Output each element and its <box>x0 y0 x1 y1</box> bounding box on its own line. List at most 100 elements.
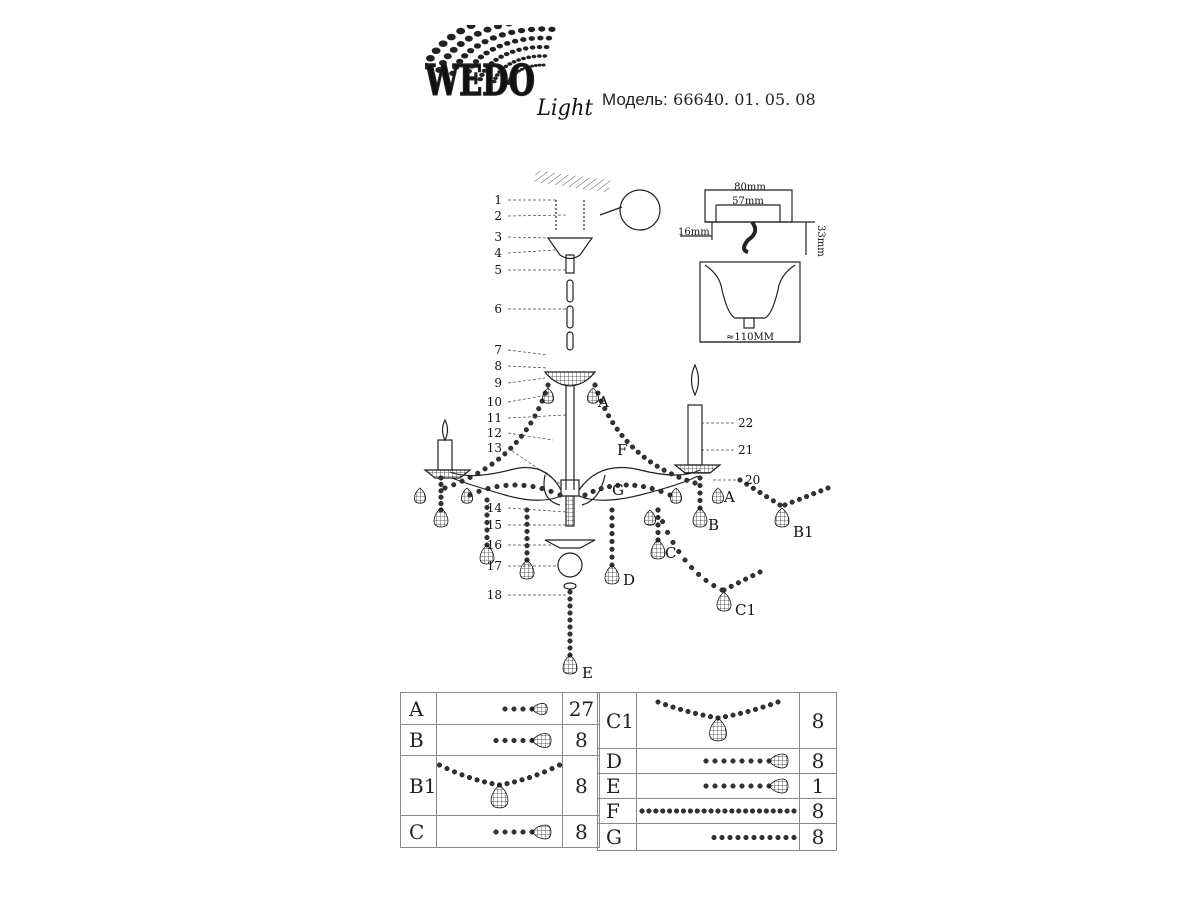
logo-dot <box>516 69 521 73</box>
logo-dot <box>533 63 538 67</box>
bead <box>648 459 654 465</box>
bead <box>655 698 661 705</box>
logo-dot <box>511 38 519 44</box>
bead <box>438 501 444 507</box>
part-quantity: 8 <box>562 815 601 848</box>
logo-dot <box>505 25 513 27</box>
callout-number: 15 <box>487 518 502 532</box>
bead <box>549 765 555 771</box>
part-code: F <box>597 798 637 824</box>
bead <box>609 531 615 537</box>
bead <box>692 710 699 716</box>
bead <box>703 758 709 764</box>
bead <box>739 783 745 789</box>
bead <box>489 780 495 786</box>
dim-outer-width: 80mm <box>734 182 766 193</box>
bead <box>524 550 530 556</box>
bead <box>496 456 502 462</box>
logo-dot <box>508 77 513 81</box>
bead <box>619 432 625 439</box>
candle-left <box>437 439 453 471</box>
part-code: A <box>399 692 438 725</box>
logo-dot <box>496 43 503 49</box>
bead <box>708 808 714 814</box>
crystal-drop <box>709 716 727 741</box>
logo-dot <box>431 47 441 55</box>
bead <box>757 758 763 764</box>
part-quantity: 27 <box>562 692 601 725</box>
leader-line <box>507 447 563 486</box>
bead <box>751 834 757 840</box>
crystal-label: E <box>582 664 593 682</box>
bead <box>658 488 664 494</box>
bead <box>582 492 588 498</box>
crystal-label: A <box>723 488 735 506</box>
bead <box>646 808 652 814</box>
bead <box>721 758 727 764</box>
logo-dot <box>472 59 480 64</box>
bead <box>590 488 596 494</box>
bead <box>760 704 766 710</box>
bead <box>653 808 659 814</box>
logo-dot <box>504 40 511 46</box>
bead <box>635 449 641 455</box>
bead <box>667 808 673 814</box>
crystal-drop <box>491 783 509 808</box>
callout-number: 13 <box>487 441 502 455</box>
crystal-drop <box>413 487 427 504</box>
bead <box>662 701 669 707</box>
bead <box>482 778 488 784</box>
bead <box>545 382 551 388</box>
bead <box>782 502 788 508</box>
bead <box>614 426 620 432</box>
crystal-label: A <box>597 393 609 411</box>
bead <box>764 494 770 500</box>
bead <box>536 406 542 412</box>
bead <box>476 488 482 494</box>
bead <box>632 482 638 488</box>
logo-dot <box>425 55 435 62</box>
bead <box>744 481 750 487</box>
bead <box>534 771 540 777</box>
bead <box>730 783 736 789</box>
bead <box>484 527 490 533</box>
bead <box>721 783 727 789</box>
arm-right <box>578 466 701 491</box>
bead <box>482 466 488 472</box>
bead <box>722 808 728 814</box>
logo-dot <box>517 27 526 34</box>
bead <box>542 768 548 774</box>
crystal-drop <box>711 487 725 504</box>
bead <box>697 497 703 504</box>
bead <box>696 571 702 577</box>
bead <box>438 481 444 487</box>
logo-dot <box>521 56 526 61</box>
bead <box>711 834 717 840</box>
crown-bowl <box>543 371 597 387</box>
bead <box>749 808 756 814</box>
logo-dot <box>541 63 546 67</box>
logo-dot <box>500 67 505 71</box>
bead <box>512 482 518 488</box>
bead <box>757 569 763 575</box>
crystal-label: B1 <box>793 523 814 541</box>
dim-offset: 16mm <box>678 227 710 238</box>
bead <box>689 565 695 571</box>
crystal-label: C1 <box>735 601 756 619</box>
bead <box>609 515 615 521</box>
part-illustration <box>493 824 552 839</box>
logo-dot <box>528 36 535 41</box>
bead <box>567 610 573 616</box>
bead <box>606 413 612 419</box>
callout-number: 3 <box>494 230 502 244</box>
bead <box>763 808 769 814</box>
bead <box>548 488 554 494</box>
bead <box>523 427 529 433</box>
bead <box>598 398 604 404</box>
bead <box>676 549 682 555</box>
bead <box>640 484 647 490</box>
crystal-label: F <box>617 441 627 459</box>
leader-line <box>507 432 554 441</box>
